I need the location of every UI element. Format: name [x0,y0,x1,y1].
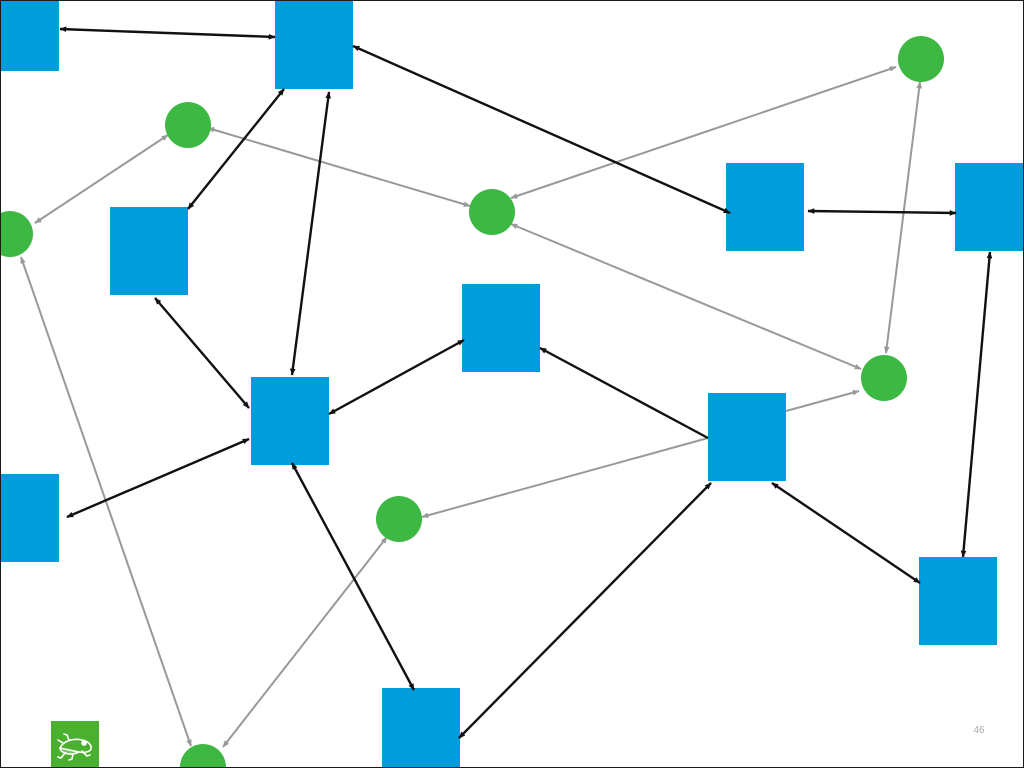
circle-node [180,744,226,767]
strong-links [59,26,993,739]
circle-node [898,36,944,82]
square-node [919,557,997,645]
frog-icon [51,721,99,767]
square-node [726,163,804,251]
circle-node [376,496,422,542]
square-node [462,284,540,372]
strong-link [187,88,285,210]
weak-link [207,127,471,207]
strong-link [154,297,250,409]
weak-link [785,389,860,412]
square-node [275,1,353,89]
weak-link [510,66,897,199]
square-node [382,688,460,767]
circle-node [1,211,33,257]
weak-link [222,536,388,748]
square-node [1,1,59,71]
strong-link [290,462,416,691]
strong-link [290,91,331,376]
strong-link [458,482,712,739]
strong-link [59,26,276,40]
strong-link [66,437,250,519]
weak-link [34,134,169,224]
square-node [955,163,1023,251]
weak-link [421,437,709,519]
strong-link [328,338,465,416]
square-node [251,377,329,465]
circle-node [469,189,515,235]
page-number: 46 [973,725,985,736]
strong-link [352,44,731,215]
strong-link [539,346,709,440]
circle-node [165,102,211,148]
company-logo [51,721,99,767]
circle-nodes [1,36,944,767]
square-node [1,474,59,562]
weak-link [510,223,862,370]
circle-node [861,355,907,401]
strong-link [771,482,921,584]
square-node [110,207,188,295]
square-node [708,393,786,481]
weak-link [884,81,922,354]
strong-link [960,251,993,558]
strong-link [807,208,957,216]
